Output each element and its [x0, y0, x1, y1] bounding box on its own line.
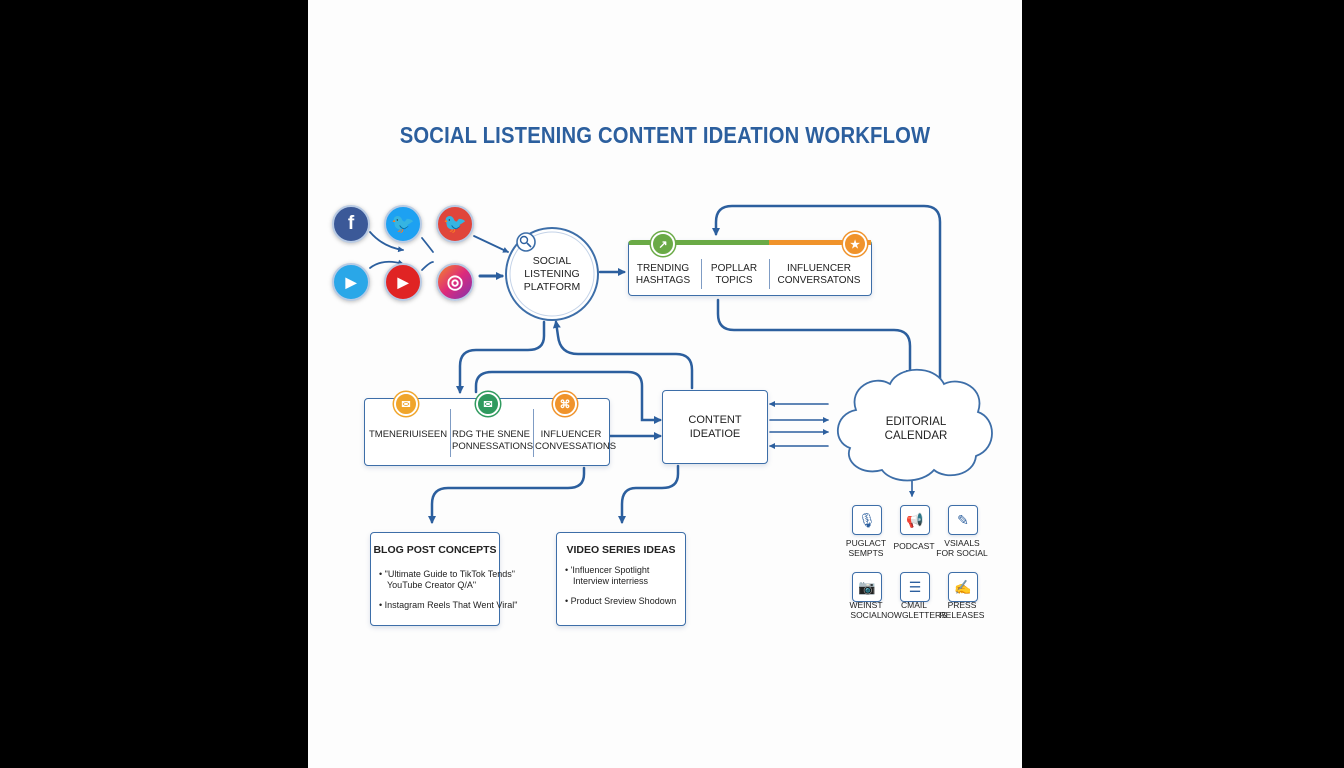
- video-card: VIDEO SERIES IDEAS • 'Influencer Spotlig…: [556, 532, 686, 626]
- twitter-red-icon: 🐦: [436, 205, 474, 243]
- message-icon: ✉: [476, 392, 500, 416]
- platform-line2: LISTENING: [524, 268, 580, 280]
- calendar-cloud: [836, 368, 993, 482]
- network-icon: ⌘: [553, 392, 577, 416]
- mail-icon: ✉: [394, 392, 418, 416]
- signals-orange-bar: [769, 240, 871, 245]
- facebook-icon: f: [332, 205, 370, 243]
- connector-layer: [369, 204, 993, 524]
- flow-twitter: [421, 237, 434, 253]
- instagram-icon: ◎: [436, 263, 474, 301]
- trending-chart-icon: ↗: [651, 232, 675, 256]
- insights-col1: TMENERIUISEEN: [369, 429, 448, 440]
- youtube-icon: ▶: [384, 263, 422, 301]
- flow-ideation-platform: [552, 320, 694, 390]
- newsletter-icon: ☰: [900, 572, 930, 602]
- flow-signals-calendar: [716, 298, 914, 378]
- video-item: • Product Sreview Shodown: [565, 596, 677, 606]
- flow-twitter-red: [473, 235, 509, 253]
- flow-insights-blog: [428, 466, 586, 524]
- blog-item: • Instagram Reels That Went Viral": [379, 600, 518, 610]
- flow-youtube: [421, 261, 434, 271]
- camera-icon: 📷: [852, 572, 882, 602]
- blog-card: BLOG POST CONCEPTS • "Ultimate Guide to …: [370, 532, 517, 626]
- magnifier-icon: [516, 232, 536, 252]
- flow-facebook: [369, 231, 404, 253]
- video-item: • 'Influencer Spotlight: [565, 565, 650, 575]
- pen-icon: ✎: [948, 505, 978, 535]
- platform-line3: PLATFORM: [523, 281, 581, 293]
- flow-ideation-video: [618, 464, 680, 524]
- platform-label: SOCIAL LISTENING PLATFORM: [508, 255, 596, 294]
- flow-platform-insights: [456, 320, 546, 394]
- megaphone-icon: 📢: [900, 505, 930, 535]
- diagram-canvas: SOCIAL LISTENING CONTENT IDEATION WORKFL…: [308, 0, 1022, 768]
- output-label: PODCAST: [893, 541, 935, 551]
- flow-insights-platform: [474, 370, 662, 424]
- press-release-icon: ✍: [948, 572, 978, 602]
- play-icon: ▶: [332, 263, 370, 301]
- video-item: Interview interriess: [573, 576, 649, 586]
- blog-card-title: BLOG POST CONCEPTS: [373, 544, 497, 556]
- blog-item: YouTube Creator Q/A": [387, 580, 477, 590]
- blog-item: • "Ultimate Guide to TikTok Tends": [379, 569, 515, 579]
- flow-calendar-signals-top: [712, 204, 942, 387]
- video-card-title: VIDEO SERIES IDEAS: [566, 544, 676, 556]
- microphone-icon: 🎙: [852, 505, 882, 535]
- diagram-title: SOCIAL LISTENING CONTENT IDEATION WORKFL…: [399, 122, 931, 148]
- star-icon: ★: [843, 232, 867, 256]
- platform-line1: SOCIAL: [532, 255, 572, 267]
- twitter-icon: 🐦: [384, 205, 422, 243]
